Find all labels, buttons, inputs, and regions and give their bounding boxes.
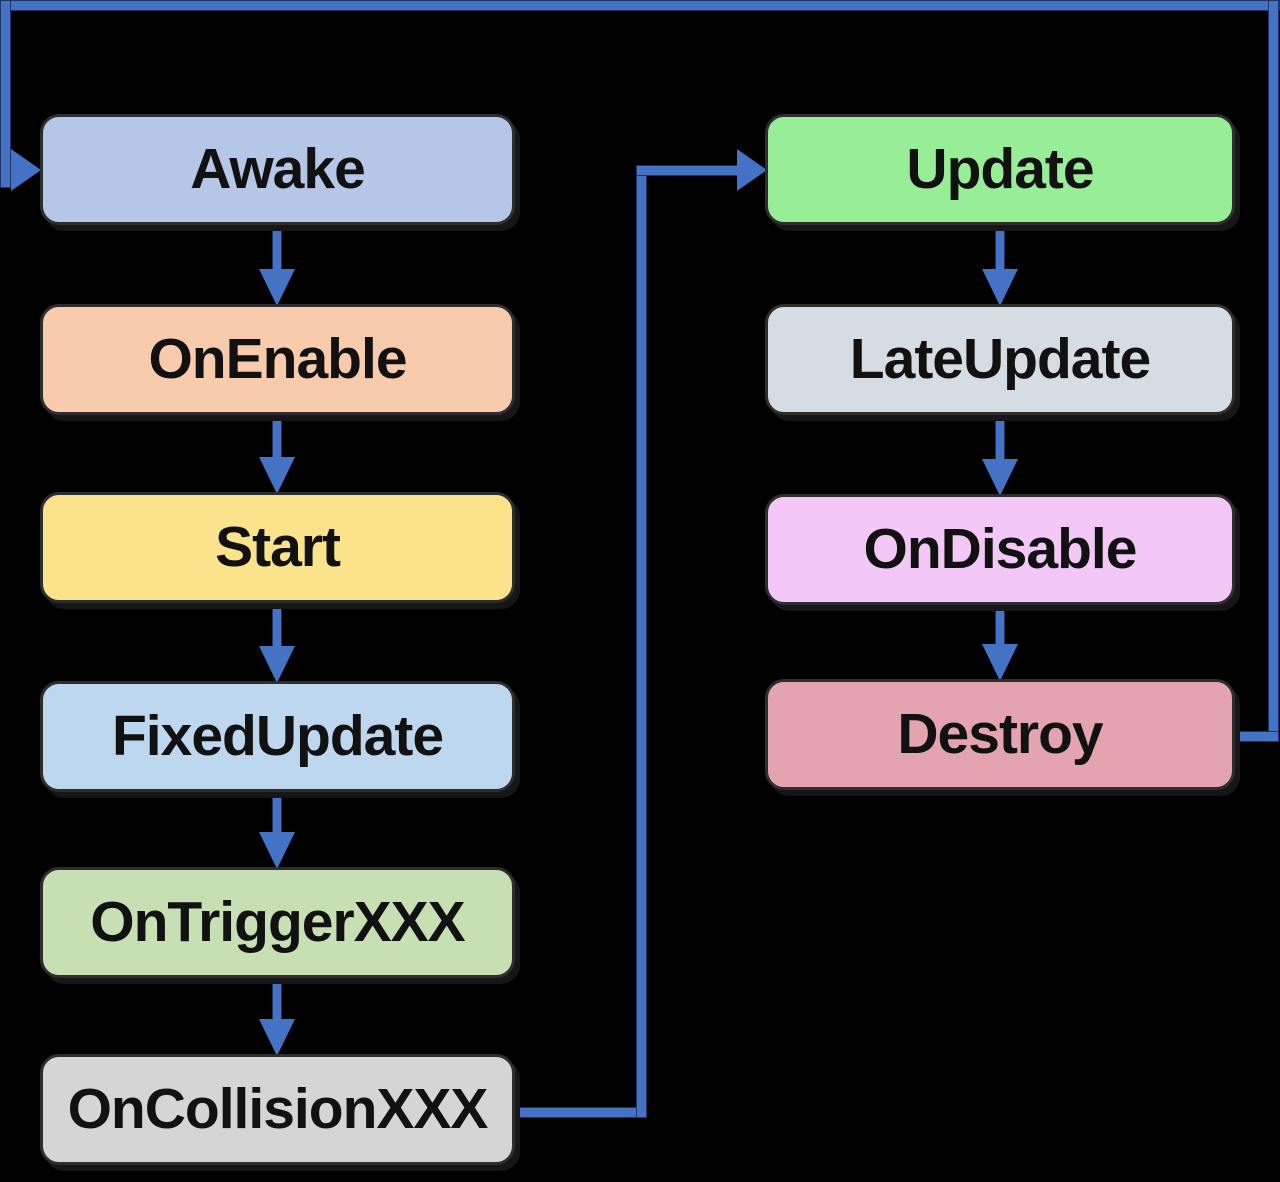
arrowhead-into-update-icon	[737, 149, 767, 191]
arrowhead-start-to-fixedupdate-icon	[259, 646, 295, 683]
node-ontriggerxxx: OnTriggerXXX	[40, 867, 515, 978]
node-update-label: Update	[906, 137, 1094, 201]
arrow-ondisable-to-destroy	[995, 605, 1005, 646]
collision-connector-bottom-segment	[515, 1107, 647, 1118]
node-destroy: Destroy	[765, 679, 1235, 790]
node-destroy-label: Destroy	[897, 702, 1103, 766]
restart-loop-right-segment	[1268, 0, 1279, 742]
arrow-lateupdate-to-ondisable	[995, 415, 1005, 461]
arrowhead-ondisable-to-destroy-icon	[982, 644, 1018, 681]
arrowhead-update-to-lateupdate-icon	[982, 269, 1018, 306]
arrowhead-lateupdate-to-ondisable-icon	[982, 459, 1018, 496]
node-awake: Awake	[40, 114, 515, 225]
arrow-start-to-fixedupdate	[272, 603, 282, 648]
arrowhead-fixedupdate-to-ontriggerxxx-icon	[259, 832, 295, 869]
node-fixedupdate-label: FixedUpdate	[111, 704, 444, 768]
node-start-label: Start	[215, 515, 341, 579]
node-lateupdate-label: LateUpdate	[849, 327, 1151, 391]
arrowhead-awake-to-onenable-icon	[259, 269, 295, 306]
node-start: Start	[40, 492, 515, 603]
arrowhead-onenable-to-start-icon	[259, 457, 295, 494]
node-ontriggerxxx-label: OnTriggerXXX	[90, 890, 465, 954]
restart-loop-top-segment	[0, 0, 1280, 11]
node-oncollisionxxx-label: OnCollisionXXX	[67, 1077, 489, 1141]
arrowhead-ontriggerxxx-to-oncollisionxxx-icon	[259, 1019, 295, 1056]
node-lateupdate: LateUpdate	[765, 304, 1235, 415]
node-update: Update	[765, 114, 1235, 225]
arrow-fixedupdate-to-ontriggerxxx	[272, 792, 282, 834]
node-onenable-label: OnEnable	[148, 327, 407, 391]
arrow-update-to-lateupdate	[995, 225, 1005, 271]
node-ondisable: OnDisable	[765, 494, 1235, 605]
arrow-onenable-to-start	[272, 415, 282, 459]
collision-connector-vertical-segment	[636, 165, 647, 1118]
collision-connector-top-segment	[636, 165, 740, 176]
node-fixedupdate: FixedUpdate	[40, 681, 515, 792]
arrow-awake-to-onenable	[272, 225, 282, 271]
restart-loop-left-segment	[0, 0, 11, 188]
node-ondisable-label: OnDisable	[863, 517, 1138, 581]
restart-loop-destroy-stub	[1235, 731, 1279, 742]
node-oncollisionxxx: OnCollisionXXX	[40, 1054, 515, 1165]
arrowhead-into-awake-icon	[11, 149, 41, 191]
node-onenable: OnEnable	[40, 304, 515, 415]
arrow-ontriggerxxx-to-oncollisionxxx	[272, 978, 282, 1021]
node-awake-label: Awake	[190, 137, 366, 201]
